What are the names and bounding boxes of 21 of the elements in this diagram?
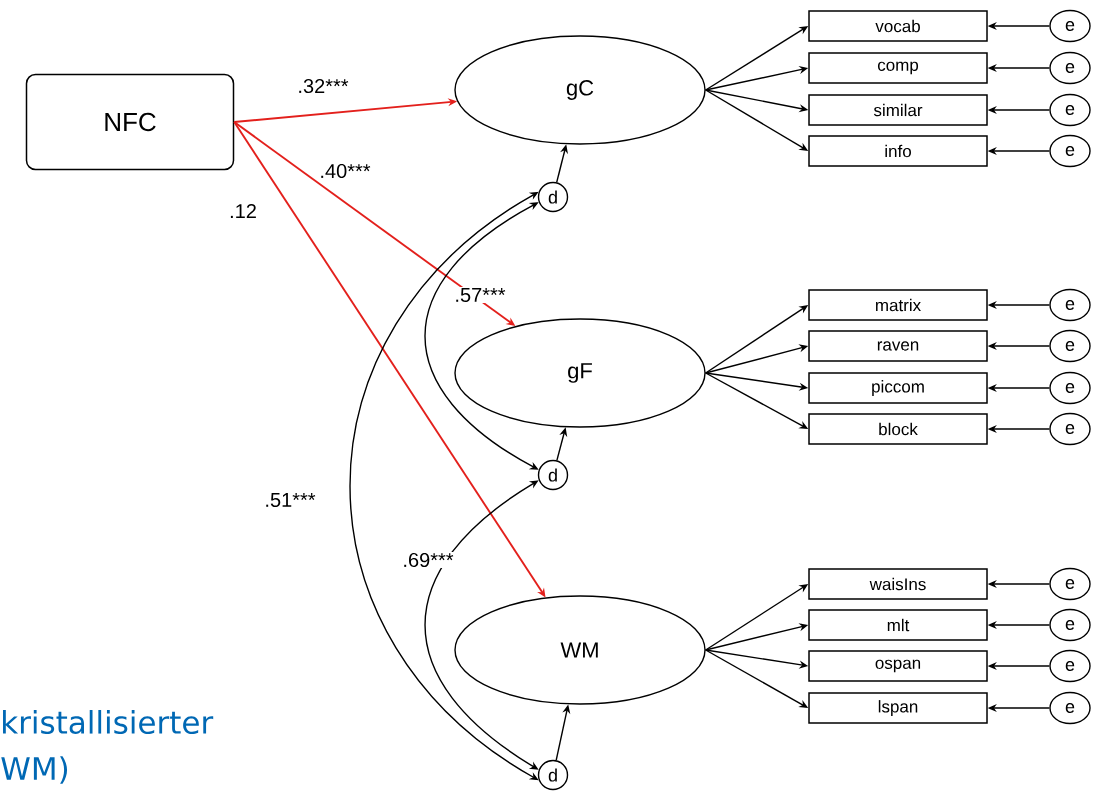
indicator-box: block <box>808 413 988 445</box>
indicator-box: comp <box>808 52 988 84</box>
edge-label: .32*** <box>296 77 350 95</box>
indicator-box: vocab <box>808 10 988 42</box>
indicator-box: mlt <box>808 609 988 641</box>
edge-label: .69*** <box>401 551 455 569</box>
indicator-box: waisIns <box>808 568 988 600</box>
indicator-box: ospan <box>808 650 988 682</box>
variable-box: NFC <box>25 73 235 171</box>
caption-text: kristallisierter <box>3 710 214 734</box>
indicator-box: piccom <box>808 372 988 404</box>
indicator-box: lspan <box>808 692 988 724</box>
edge-label: .57*** <box>453 287 507 303</box>
indicator-box: raven <box>808 330 988 362</box>
caption-text: WM) <box>1 756 68 784</box>
indicator-box: matrix <box>808 289 988 321</box>
edge-label: .51*** <box>263 492 317 508</box>
indicator-box: similar <box>808 94 988 126</box>
edge-label: .40*** <box>318 162 372 180</box>
edge-label: .12 <box>228 203 258 219</box>
indicator-box: info <box>808 135 988 167</box>
